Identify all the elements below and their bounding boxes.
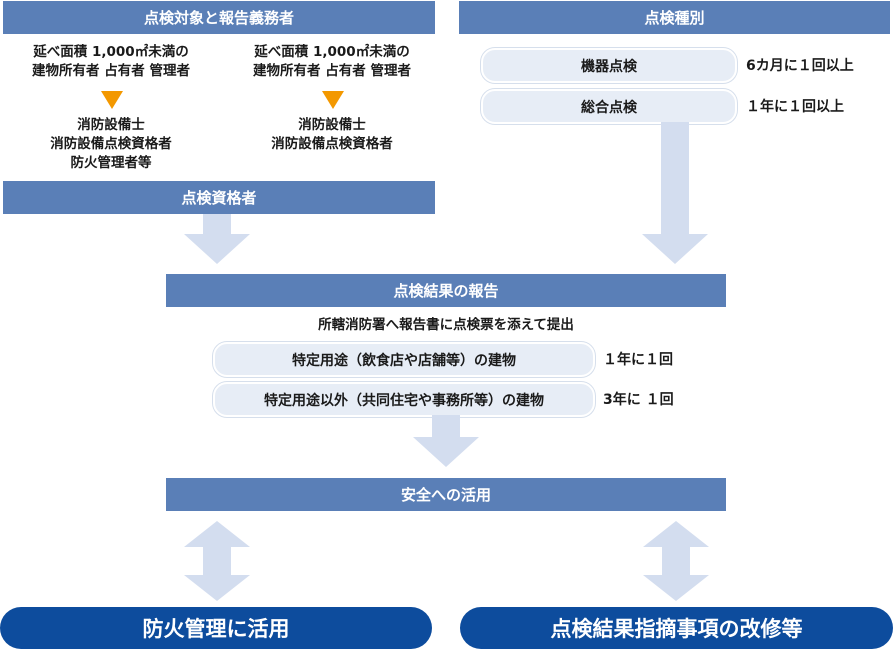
col2-persons-line2: 消防設備点検資格者: [271, 136, 393, 152]
col2-condition: 延べ面積 1,000㎡未満の 建物所有者 占有者 管理者: [224, 43, 440, 81]
right-down-arrow-icon: [642, 122, 708, 264]
left-bidirectional-arrow-icon: [184, 521, 250, 601]
col2-persons-line1: 消防設備士: [298, 117, 366, 133]
inspection-type-equipment-frequency: 6カ月に１回以上: [746, 58, 854, 74]
col1-condition-line1: 延べ面積 1,000㎡未満の: [33, 44, 189, 60]
col1-persons-line2: 消防設備点検資格者: [50, 136, 172, 152]
inspection-type-comprehensive: 総合点検: [481, 89, 737, 124]
center-down-arrow-icon: [413, 415, 479, 467]
utilization-header: 安全への活用: [166, 478, 726, 511]
inspection-type-equipment: 機器点検: [481, 48, 737, 83]
col1-condition: 延べ面積 1,000㎡未満の 建物所有者 占有者 管理者: [3, 43, 219, 81]
col1-persons-line1: 消防設備士: [77, 117, 145, 133]
outcome-fire-prevention: 防火管理に活用: [0, 607, 432, 649]
report-specific-use-frequency: １年に１回: [603, 352, 673, 368]
left-down-arrow-icon: [184, 214, 250, 264]
col2-condition-line1: 延べ面積 1,000㎡未満の: [254, 44, 410, 60]
report-non-specific-use-frequency: 3年に １回: [603, 392, 674, 408]
report-description: 所轄消防署へ報告書に点検票を添えて提出: [318, 317, 574, 333]
outcome-repair: 点検結果指摘事項の改修等: [460, 607, 893, 649]
col2-persons: 消防設備士 消防設備点検資格者: [224, 116, 440, 154]
right-bidirectional-arrow-icon: [643, 521, 709, 601]
inspection-type-comprehensive-frequency: １年に１回以上: [746, 99, 844, 115]
report-specific-use: 特定用途（飲食店や店舗等）の建物: [213, 342, 595, 377]
col1-persons: 消防設備士 消防設備点検資格者 防火管理者等: [3, 116, 219, 173]
col2-condition-line2: 建物所有者 占有者 管理者: [253, 63, 411, 79]
col1-condition-line2: 建物所有者 占有者 管理者: [32, 63, 190, 79]
col2-down-triangle-icon: [322, 91, 344, 109]
report-non-specific-use: 特定用途以外（共同住宅や事務所等）の建物: [213, 382, 595, 417]
report-header: 点検結果の報告: [166, 274, 726, 307]
target-header: 点検対象と報告義務者: [3, 1, 435, 34]
col1-down-triangle-icon: [101, 91, 123, 109]
qualified-inspector-bar: 点検資格者: [3, 181, 435, 214]
inspection-type-header: 点検種別: [459, 1, 890, 34]
col1-persons-line3: 防火管理者等: [70, 155, 152, 171]
